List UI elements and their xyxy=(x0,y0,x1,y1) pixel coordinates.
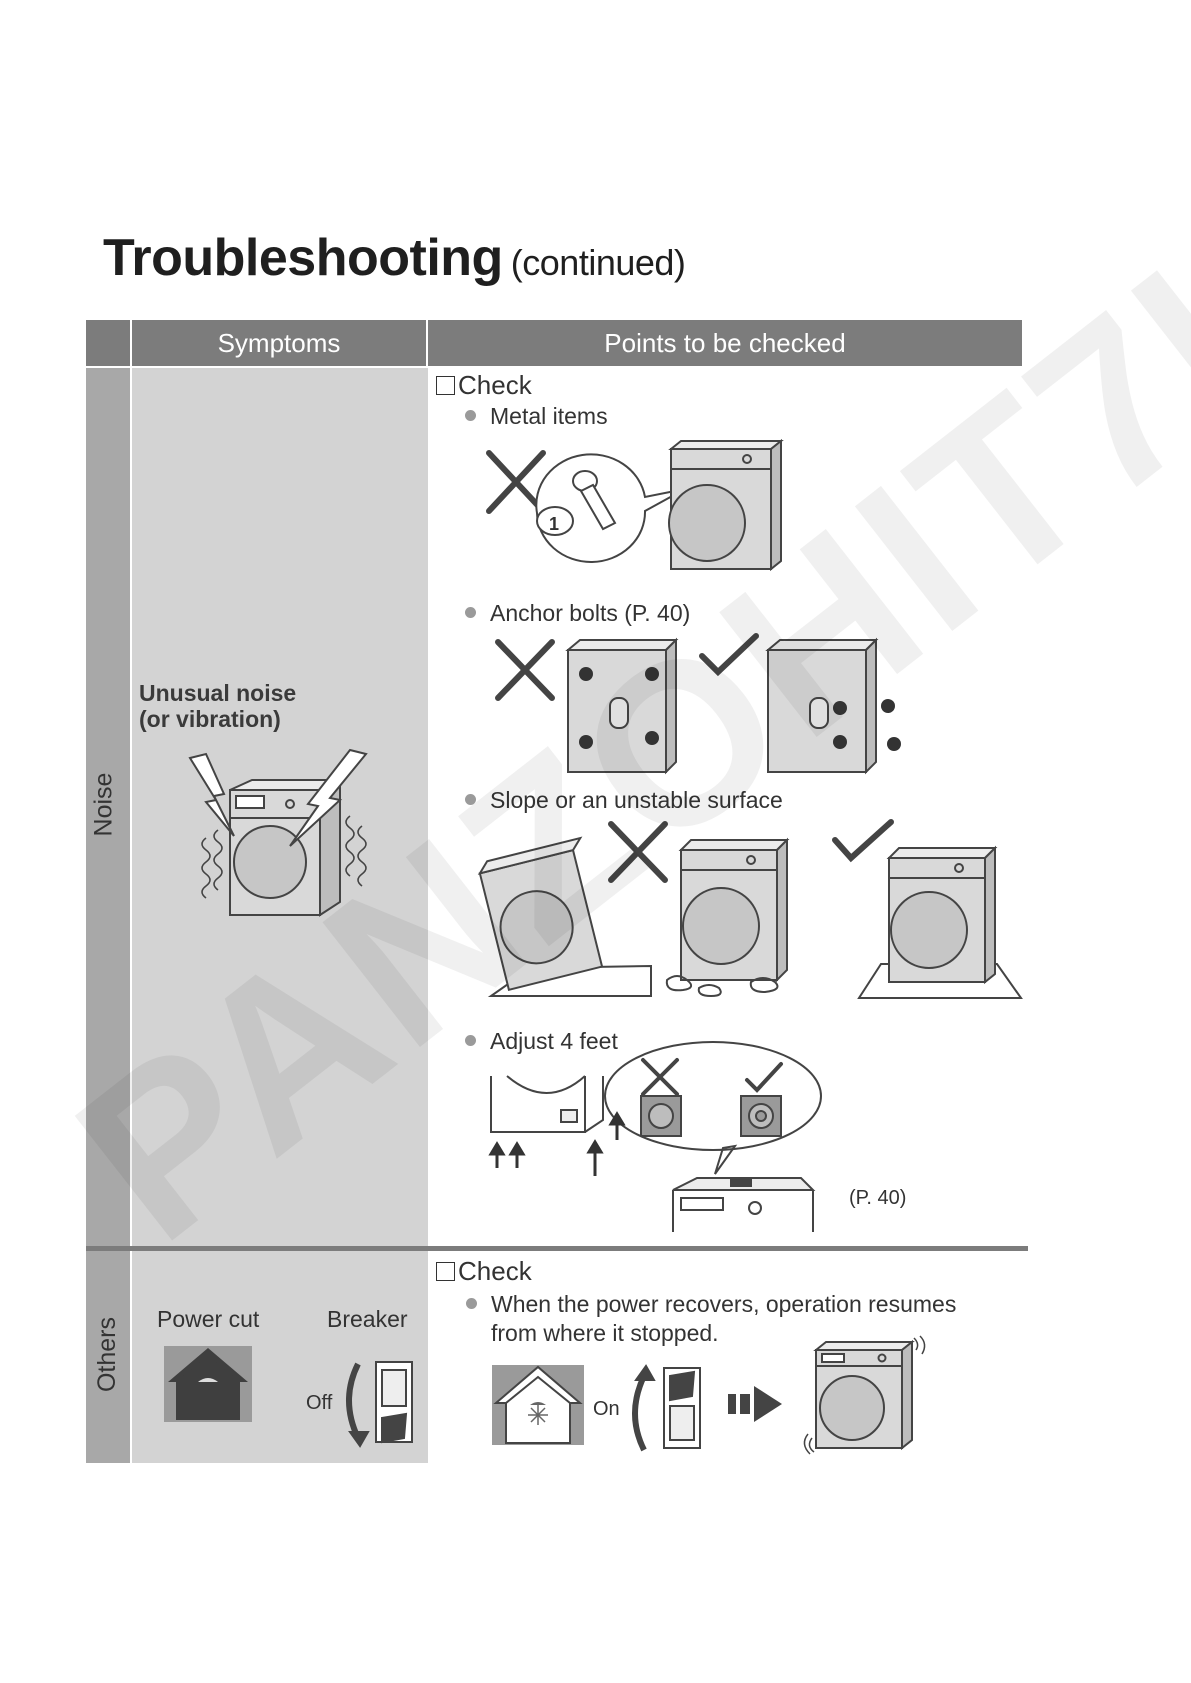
metal-items-illustration: 1 xyxy=(485,433,785,583)
noise-symptom-line2: (or vibration) xyxy=(139,706,281,733)
power-cut-label: Power cut xyxy=(157,1306,259,1333)
on-label: On xyxy=(593,1398,620,1421)
checkbox-icon xyxy=(436,376,455,395)
page-title: Troubleshooting(continued) xyxy=(103,228,685,288)
others-item-line1: When the power recovers, operation resum… xyxy=(466,1291,956,1318)
vibrating-washer-icon xyxy=(190,750,390,930)
noise-check-label: Check xyxy=(458,370,532,400)
title-main: Troubleshooting xyxy=(103,229,503,287)
resumed-washer-icon xyxy=(806,1336,936,1456)
svg-text:1: 1 xyxy=(549,514,559,534)
noise-check-heading: Check xyxy=(436,370,532,401)
header-corner xyxy=(86,320,130,366)
noise-category-label: Noise xyxy=(89,773,118,837)
noise-item-metal: Metal items xyxy=(465,403,608,430)
others-check-label: Check xyxy=(458,1256,532,1286)
title-suffix: (continued) xyxy=(511,242,686,283)
arrow-right-icon xyxy=(728,1382,784,1426)
checkbox-icon xyxy=(436,1262,455,1281)
noise-item-anchor-bolts: Anchor bolts (P. 40) xyxy=(465,600,690,627)
others-category-label: Others xyxy=(93,1317,122,1392)
adjust-feet-illustration xyxy=(485,1040,905,1240)
slope-surface-illustration xyxy=(485,818,1025,1008)
header-symptoms: Symptoms xyxy=(132,320,426,366)
others-item-line2: from where it stopped. xyxy=(491,1320,719,1347)
header-points: Points to be checked xyxy=(428,320,1022,366)
noise-item-slope: Slope or an unstable surface xyxy=(465,787,783,814)
power-cut-house-icon xyxy=(164,1346,252,1422)
noise-page-ref: (P. 40) xyxy=(849,1187,906,1210)
anchor-bolts-illustration xyxy=(490,632,910,782)
noise-symptom-line1: Unusual noise xyxy=(139,680,296,707)
breaker-off-icon xyxy=(338,1360,418,1450)
others-check-heading: Check xyxy=(436,1256,532,1287)
power-restored-house-icon xyxy=(492,1365,584,1445)
breaker-on-icon xyxy=(626,1362,706,1454)
off-label: Off xyxy=(306,1392,332,1415)
breaker-label: Breaker xyxy=(327,1306,408,1333)
